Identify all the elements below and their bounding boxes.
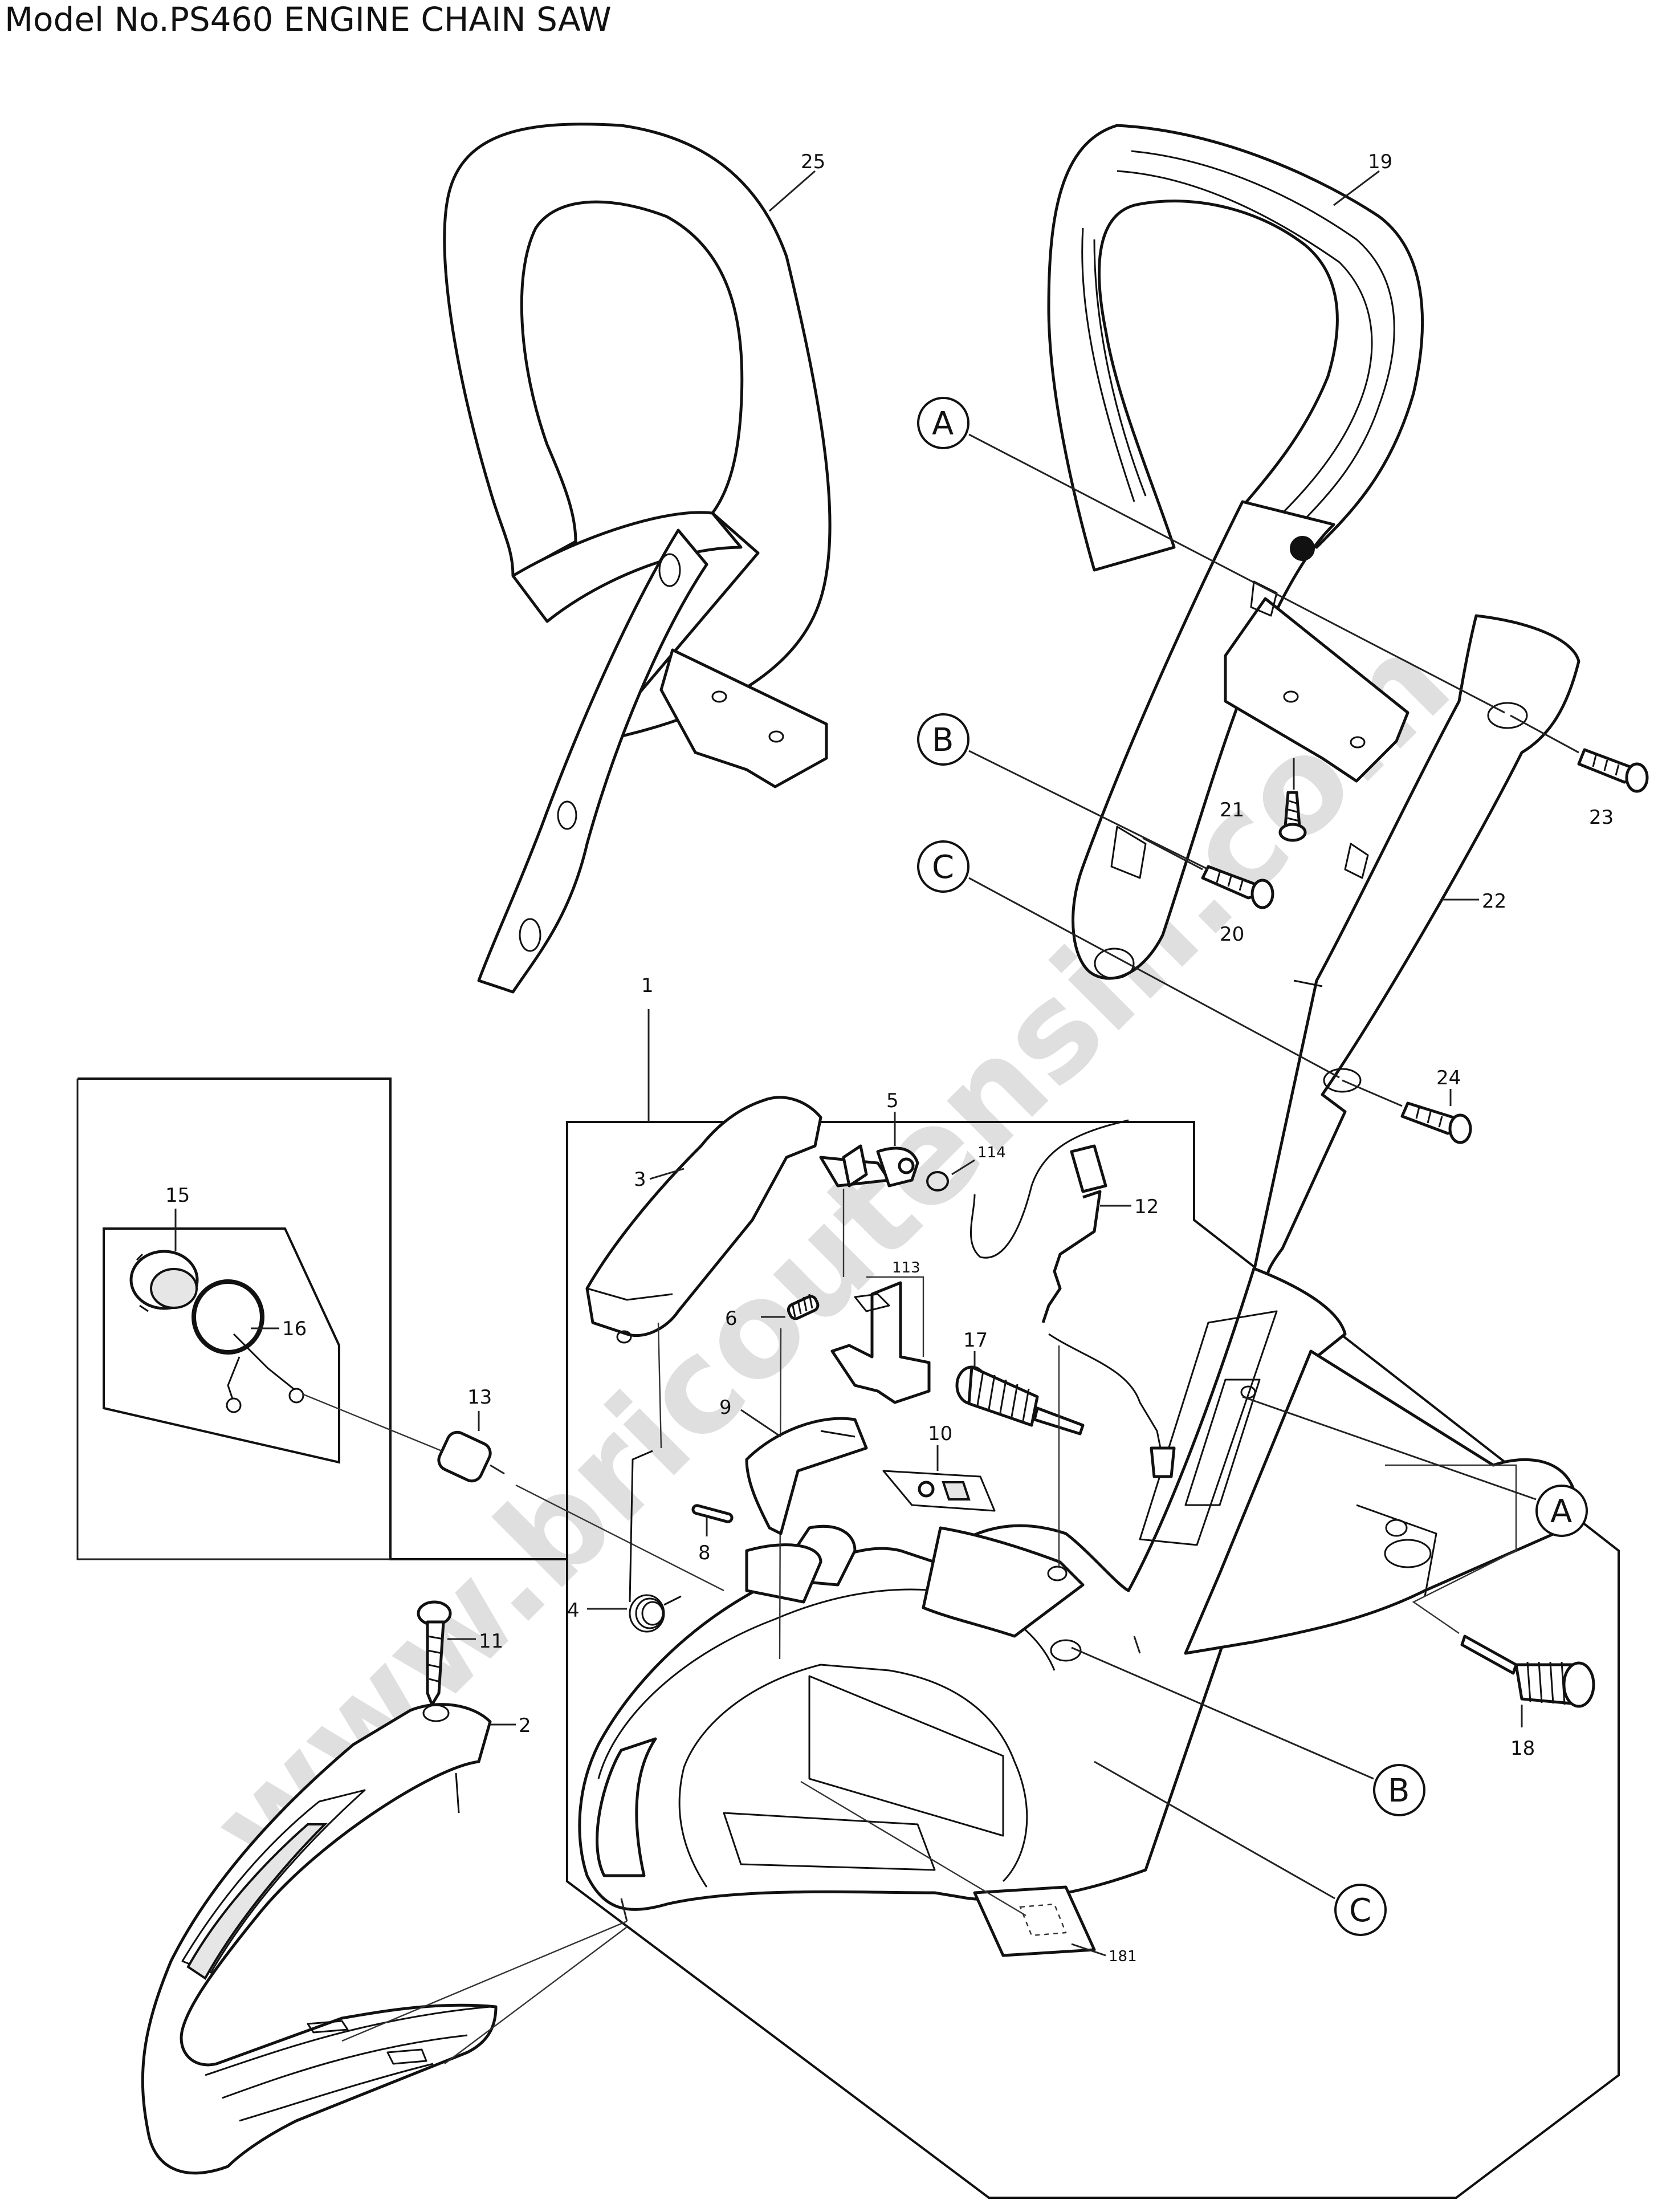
label-18: 18	[1510, 1737, 1535, 1760]
label-11: 11	[479, 1630, 503, 1653]
leader-a-top	[968, 433, 1505, 714]
leader-13-out	[515, 1484, 724, 1592]
page-title: Model No.PS460 ENGINE CHAIN SAW	[5, 0, 612, 39]
label-19: 19	[1368, 151, 1392, 173]
leader-114	[951, 1159, 975, 1176]
label-15: 15	[165, 1184, 190, 1207]
label-9: 9	[719, 1396, 732, 1419]
front-handle-plain	[443, 123, 832, 994]
label-181: 181	[1109, 1948, 1137, 1965]
leader-a-bottom	[1242, 1396, 1537, 1501]
svg-text:B: B	[1388, 1772, 1409, 1810]
label-22: 22	[1482, 890, 1506, 913]
label-23: 23	[1589, 806, 1614, 829]
leader-c-top	[968, 877, 1340, 1079]
ref-marker-c-top: C	[917, 840, 969, 893]
ref-marker-b-top: B	[917, 713, 969, 766]
label-25: 25	[801, 151, 825, 173]
label-114: 114	[977, 1144, 1006, 1161]
front-handle-ribbed	[1047, 124, 1424, 980]
cushion-plate	[882, 1470, 996, 1512]
leader-25	[769, 170, 816, 212]
pin-8	[691, 1504, 734, 1523]
cap-wire	[226, 1333, 304, 1413]
label-1: 1	[641, 974, 654, 997]
vibration-spring-18	[1460, 1634, 1595, 1708]
o-ring	[192, 1279, 264, 1355]
leader-3	[649, 1168, 685, 1180]
leader-b-top	[968, 750, 1209, 871]
handle-guard	[141, 1703, 498, 2175]
svg-text:C: C	[932, 849, 954, 886]
ref-marker-c-bottom: C	[1334, 1884, 1387, 1936]
label-6: 6	[725, 1307, 738, 1330]
label-20: 20	[1220, 923, 1244, 946]
collar-114	[926, 1171, 949, 1192]
label-17: 17	[963, 1329, 988, 1352]
cover-9	[745, 1417, 868, 1535]
throttle-trigger	[830, 1281, 931, 1404]
fuel-filter	[437, 1430, 505, 1483]
svg-text:A: A	[932, 405, 954, 442]
leader-b-bottom	[1071, 1646, 1374, 1780]
label-3: 3	[634, 1168, 646, 1191]
leader-9	[740, 1409, 781, 1438]
spring-6	[787, 1294, 820, 1320]
tank-cap-box	[103, 1227, 340, 1464]
screw-11	[417, 1600, 452, 1706]
leader-18-link	[1385, 1464, 1517, 1634]
throttle-shaft	[819, 1144, 919, 1188]
leader-20	[1142, 837, 1203, 871]
leader-13-link	[302, 1393, 442, 1452]
svg-text:A: A	[1550, 1493, 1572, 1530]
assembly-outline	[566, 1121, 1620, 2199]
screw-21	[1278, 791, 1307, 842]
leader-2-upper	[341, 1920, 628, 2042]
label-24: 24	[1436, 1067, 1461, 1089]
svg-text:C: C	[1349, 1892, 1371, 1929]
leader-3-spring	[657, 1322, 662, 1449]
label-16: 16	[282, 1318, 307, 1340]
ref-marker-b-bottom: B	[1373, 1764, 1425, 1816]
leader-19	[1333, 170, 1380, 206]
vibration-spring-17	[955, 1365, 1085, 1436]
svg-text:B: B	[932, 722, 954, 759]
tank-cap	[129, 1250, 199, 1312]
label-10: 10	[928, 1422, 952, 1445]
screw-24	[1400, 1101, 1472, 1144]
label-21: 21	[1220, 799, 1244, 822]
screw-23	[1577, 748, 1649, 793]
leader-23	[1510, 714, 1579, 754]
leader-2-lower	[444, 1926, 628, 2064]
screw-20	[1201, 865, 1274, 909]
label-sticker	[973, 1885, 1096, 1957]
stop-cable	[969, 1119, 1176, 1478]
assembly-outline-side	[76, 1079, 390, 1560]
leader-c-bottom	[1094, 1760, 1335, 1900]
leader-b-mid	[1133, 1636, 1141, 1654]
ref-marker-a-bottom: A	[1535, 1485, 1588, 1537]
label-5: 5	[886, 1089, 899, 1112]
rear-handle-housing	[578, 1267, 1575, 1911]
throttle-lockout	[585, 1096, 822, 1344]
label-4: 4	[567, 1599, 580, 1622]
leader-housing-bottom	[620, 1898, 628, 1922]
label-12: 12	[1134, 1196, 1159, 1218]
ref-marker-a-top: A	[917, 397, 969, 449]
label-113: 113	[892, 1259, 920, 1276]
label-13: 13	[467, 1386, 492, 1409]
torsion-spring	[629, 1450, 682, 1633]
leader-181	[1071, 1943, 1106, 1957]
leader-113	[866, 1276, 924, 1357]
handle-cover	[1252, 614, 1580, 1284]
label-8: 8	[698, 1542, 711, 1564]
leader-181-link	[800, 1780, 1026, 1917]
label-2: 2	[519, 1714, 531, 1737]
leader-24	[1342, 1079, 1403, 1107]
